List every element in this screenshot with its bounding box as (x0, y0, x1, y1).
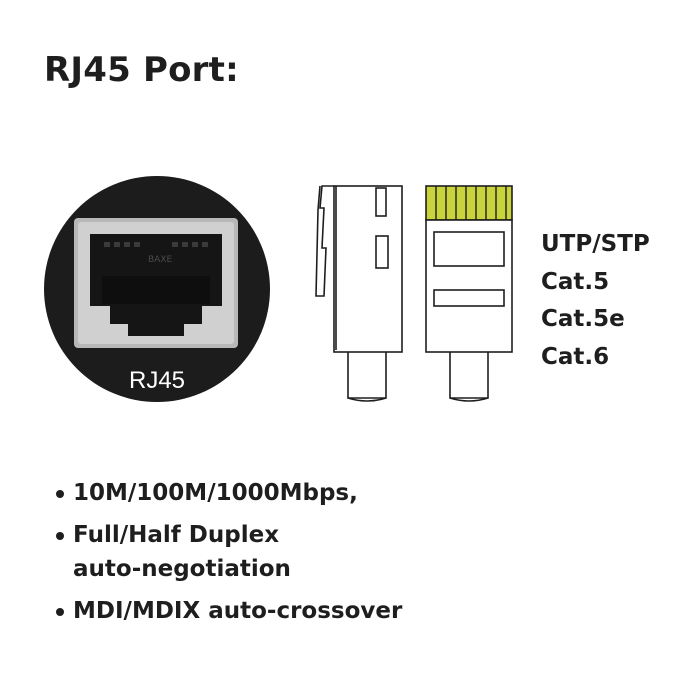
cable-type: Cat.5 (541, 268, 610, 295)
feature-text: MDI/MDIX auto-crossover (73, 598, 403, 624)
svg-text:BAXE: BAXE (148, 255, 172, 265)
rj45-port-photo: BAXE RJ45 (44, 176, 270, 402)
bullet-icon (56, 490, 64, 498)
bullet-icon (56, 532, 64, 540)
cable-type-list: UTP/STP Cat.5 Cat.5e Cat.6 (541, 226, 650, 376)
cable-type: Cat.6 (541, 343, 610, 370)
feature-text: 10M/100M/1000Mbps, (73, 480, 358, 506)
cable-type: UTP/STP (541, 231, 650, 257)
cable-type: Cat.5e (541, 306, 625, 332)
feature-item: MDI/MDIX auto-crossover (56, 594, 402, 628)
feature-item: Full/Half Duplex auto-negotiation (56, 518, 402, 586)
connector-side-view (315, 185, 403, 402)
connector-front-view (425, 185, 513, 402)
feature-item: 10M/100M/1000Mbps, (56, 476, 402, 510)
bullet-icon (56, 608, 64, 616)
page-title: RJ45 Port: (44, 50, 239, 90)
feature-list: 10M/100M/1000Mbps, Full/Half Duplex auto… (56, 476, 402, 628)
feature-text: auto-negotiation (73, 556, 291, 582)
port-label: RJ45 (129, 367, 185, 394)
feature-text: Full/Half Duplex (73, 522, 280, 548)
